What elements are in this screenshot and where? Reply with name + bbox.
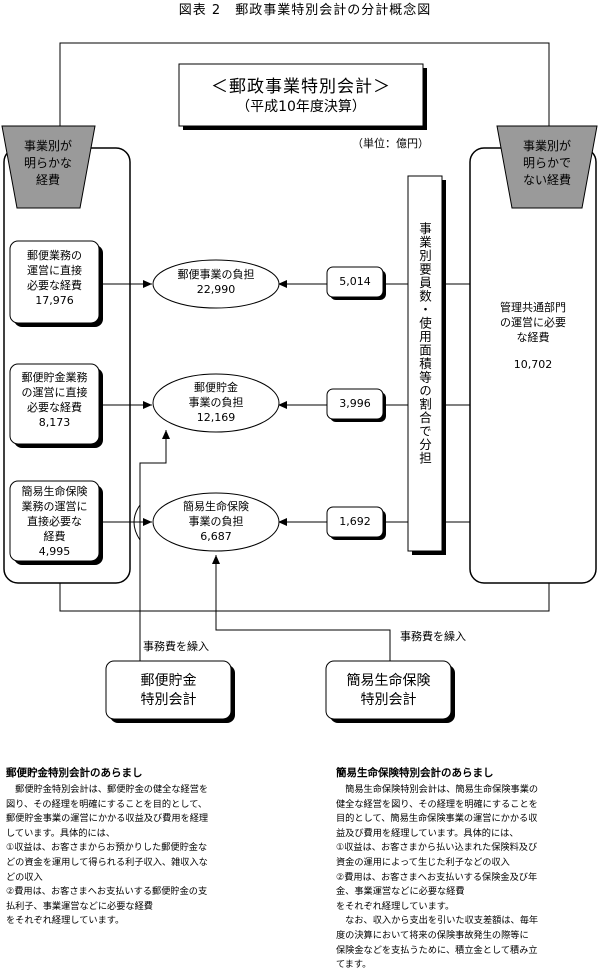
right-header-line3: ない経費 (522, 173, 571, 187)
left-box-2-text: 郵便貯金業務 の運営に直接 必要な経費 8,173 (10, 370, 99, 430)
ellipse-postal-value: 22,990 (196, 283, 236, 296)
left-box-2-line: 郵便貯金業務 (21, 371, 88, 384)
main-title: ＜郵政事業特別会計＞ (211, 77, 391, 97)
left-box-3-line: 経費 (43, 530, 66, 543)
account-savings-line: 郵便貯金 (140, 673, 197, 689)
left-box-1-line: 運営に直接 (27, 264, 82, 277)
left-box-3-line: 簡易生命保険 (21, 485, 88, 498)
left-box-2 (9, 363, 100, 445)
right-box-line: な経費 (516, 331, 550, 344)
left-header-shape (1, 125, 96, 209)
mid-value-3: 1,692 (339, 515, 371, 528)
left-header-line3: 経費 (35, 173, 60, 187)
left-box-2-line: の運営に直接 (21, 386, 88, 399)
note-savings-body: 郵便貯金特別会計は、郵便貯金の健全な経営を 図り、その経理を明確にすることを目的… (6, 784, 209, 927)
transfer-label-left: 事務費を繰入 (143, 640, 209, 653)
account-box-savings (105, 660, 232, 720)
right-box-line: の運営に必要 (500, 316, 566, 329)
left-box-3-text: 簡易生命保険 業務の運営に 直接必要な 経費 4,995 (10, 484, 99, 559)
left-header-line2: 明らかな (23, 156, 72, 170)
note-insurance-heading: 簡易生命保険特別会計のあらまし (336, 767, 494, 779)
ellipse-savings-value: 12,169 (196, 411, 236, 424)
mid-value-1: 5,014 (339, 275, 371, 288)
ellipse-savings-text: 郵便貯金 事業の負担 12,169 (153, 380, 279, 425)
account-insurance-line: 特別会計 (360, 692, 417, 708)
ellipse-insurance-text: 簡易生命保険 事業の負担 6,687 (153, 499, 279, 544)
note-savings: 郵便貯金特別会計のあらまし 郵便貯金特別会計は、郵便貯金の健全な経営を 図り、そ… (6, 765, 286, 929)
left-box-1-line: 必要な経費 (27, 279, 82, 292)
ellipse-postal-label: 郵便事業の負担 (177, 268, 255, 281)
left-box-1-value: 17,976 (35, 294, 74, 307)
ellipse-postal (152, 259, 280, 309)
allocation-box (407, 175, 443, 552)
left-box-3-line: 業務の運営に (21, 500, 88, 513)
ellipse-savings-label: 事業の負担 (188, 396, 244, 409)
ellipse-insurance-label: 簡易生命保険 (183, 500, 249, 513)
right-header-line2: 明らかで (522, 156, 571, 170)
left-box-3-line: 直接必要な (27, 515, 82, 528)
left-header: 事業別が 明らかな 経費 (8, 138, 88, 189)
account-savings-text: 郵便貯金 特別会計 (106, 672, 231, 710)
value-box-1 (326, 266, 384, 298)
left-box-1 (9, 240, 100, 324)
ellipse-savings (152, 373, 280, 433)
note-insurance-body: 簡易生命保険特別会計は、簡易生命保険事業の 健全な経営を図り、その経理を明確にす… (336, 784, 539, 971)
transfer-label-right: 事務費を繰入 (400, 630, 466, 643)
left-box-1-text: 郵便業務の 運営に直接 必要な経費 17,976 (10, 248, 99, 308)
note-savings-heading: 郵便貯金特別会計のあらまし (6, 767, 143, 779)
value-box-2 (326, 388, 384, 420)
left-box-1-line: 郵便業務の (27, 249, 82, 262)
title-box (178, 63, 424, 127)
ellipse-postal-text: 郵便事業の負担 22,990 (153, 267, 279, 297)
right-header-line1: 事業別が (522, 139, 571, 153)
right-box-text: 管理共通部門 の運営に必要 な経費 10,702 (474, 300, 592, 372)
ellipse-insurance-label: 事業の負担 (188, 515, 244, 528)
mid-value-2: 3,996 (339, 397, 371, 410)
account-savings-line: 特別会計 (140, 692, 197, 708)
ellipse-insurance-value: 6,687 (200, 530, 232, 543)
unit-label: （単位：億円） (352, 137, 429, 150)
ellipse-savings-label: 郵便貯金 (194, 381, 238, 394)
left-box-3-value: 4,995 (38, 545, 71, 558)
right-box-value: 10,702 (513, 358, 553, 371)
account-insurance-line: 簡易生命保険 (346, 673, 431, 689)
left-box-2-value: 8,173 (38, 416, 71, 429)
right-header: 事業別が 明らかで ない経費 (506, 138, 588, 189)
left-box-3 (9, 480, 100, 562)
left-header-line1: 事業別が (23, 139, 72, 153)
allocation-label: 事業別要員数・使用面積等の割合で分担 (417, 222, 432, 465)
right-header-shape (496, 125, 598, 209)
ellipse-insurance (152, 492, 280, 552)
main-subtitle: （平成10年度決算） (236, 99, 366, 115)
left-box-2-line: 必要な経費 (27, 401, 82, 414)
figure-title: 図表 2 郵政事業特別会計の分計概念図 (178, 3, 432, 18)
account-box-insurance (325, 660, 452, 720)
note-insurance: 簡易生命保険特別会計のあらまし 簡易生命保険特別会計は、簡易生命保険事業の 健全… (336, 765, 606, 973)
account-insurance-text: 簡易生命保険 特別会計 (326, 672, 451, 710)
right-box-line: 管理共通部門 (500, 301, 566, 314)
